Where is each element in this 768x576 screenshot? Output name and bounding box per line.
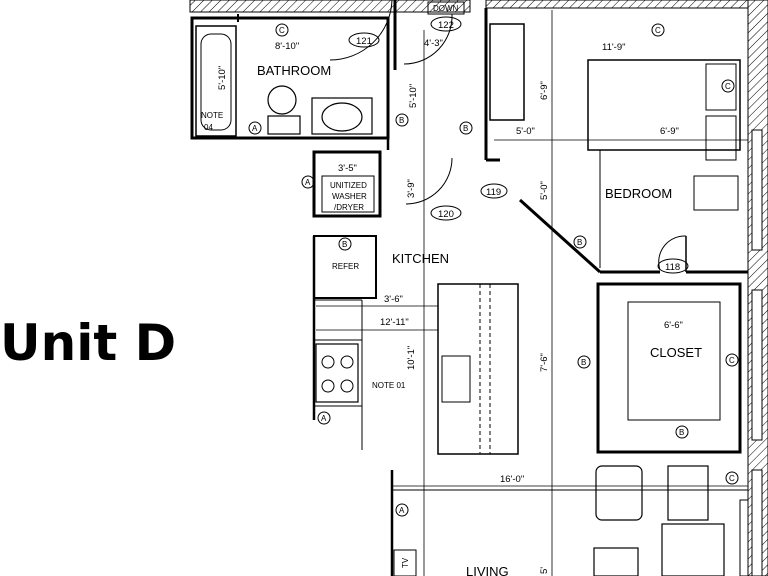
section-tags — [248, 23, 739, 517]
dim-closet-width: 6'-6" — [664, 320, 683, 331]
fixture-label-refer: REFER — [332, 262, 359, 271]
dim-hall2-width: 5'-0" — [516, 126, 535, 137]
note04-line2: 04 — [204, 123, 213, 132]
dim-hall-width: 4'-3" — [424, 38, 443, 49]
section-tag-a1: A — [252, 124, 258, 133]
door-tag-119: 119 — [486, 187, 501, 198]
room-label-living: LIVING — [466, 564, 509, 576]
unit-title: Unit D — [0, 314, 177, 372]
washer-label-line2: WASHER — [332, 192, 367, 201]
room-label-bedroom: BEDROOM — [605, 186, 672, 201]
section-tag-b3: B — [342, 240, 347, 249]
room-label-kitchen: KITCHEN — [392, 251, 449, 266]
section-tag-a3: A — [321, 414, 327, 423]
exterior-walls — [189, 0, 768, 576]
dim-bed-height: 6'-9" — [539, 81, 550, 100]
dim-hall-height: 5'-10" — [408, 84, 419, 108]
dim-bed-width2: 6'-9" — [660, 126, 679, 137]
section-tag-b2: B — [463, 124, 468, 133]
section-tag-a2: A — [305, 178, 311, 187]
section-tag-b6: B — [679, 428, 684, 437]
dim-kitchen-a: 3'-6" — [384, 294, 403, 305]
note01-label: NOTE 01 — [372, 381, 406, 390]
dim-living-height2: 5' — [539, 567, 550, 574]
dim-bath-height: 5'-10" — [217, 66, 228, 90]
door-tag-120: 120 — [438, 209, 454, 220]
section-tag-b1: B — [399, 116, 404, 125]
door-swings — [329, 0, 687, 272]
dim-hall2-height: 5'-0" — [539, 181, 550, 200]
door-tag-121: 121 — [356, 36, 372, 47]
washer-label-line1: UNITIZED — [330, 181, 367, 190]
dim-bed-width: 11'-9" — [602, 42, 626, 53]
room-label-bathroom: BATHROOM — [257, 63, 331, 78]
interior-walls — [190, 0, 748, 576]
washer-label-line3: /DRYER — [334, 203, 364, 212]
door-tags — [348, 1, 689, 274]
note04-line1: NOTE — [201, 111, 223, 120]
dim-bath-width: 8'-10" — [275, 41, 299, 52]
dim-washer-height: 3'-9" — [406, 179, 417, 198]
section-tag-c2: C — [655, 26, 661, 35]
section-tag-c4: C — [729, 356, 735, 365]
section-tag-c1: C — [279, 26, 285, 35]
section-tag-b4: B — [577, 238, 582, 247]
section-tag-b5: B — [581, 358, 586, 367]
section-tag-c5: C — [729, 474, 735, 483]
dim-living-height: 7'-6" — [539, 353, 550, 372]
dim-living-width: 16'-0" — [500, 474, 524, 485]
section-tag-a4: A — [399, 506, 405, 515]
tv-label: TV — [401, 557, 410, 568]
dim-kitchen-height: 10'-1" — [406, 346, 417, 370]
section-tag-c3: C — [725, 82, 731, 91]
dim-washer-width: 3'-5" — [338, 163, 357, 174]
door-tag-122: 122 — [438, 20, 454, 31]
room-label-closet: CLOSET — [650, 345, 702, 360]
stair-down-label: DOWN — [433, 4, 459, 13]
dim-kitchen-b: 12'-11" — [380, 317, 409, 328]
door-tag-118: 118 — [665, 262, 680, 273]
